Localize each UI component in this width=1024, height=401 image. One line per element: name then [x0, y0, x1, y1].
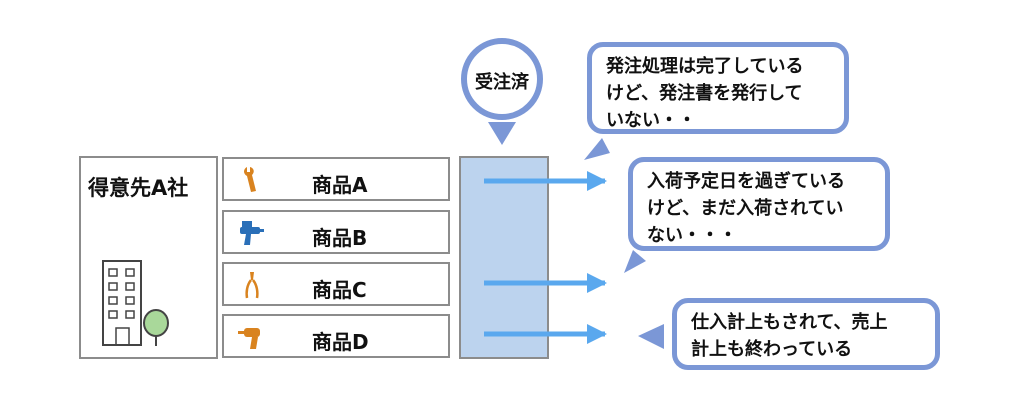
customer-name: 得意先A社 — [88, 176, 189, 200]
product-row-d: 商品D — [222, 314, 450, 358]
building-icon — [102, 260, 142, 346]
callout-2-tail — [624, 250, 646, 273]
callout-sales-recorded: 仕入計上もされて、売上 計上も終わっている — [672, 298, 940, 370]
product-name: 商品A — [312, 173, 368, 197]
power-drill-icon — [238, 328, 260, 349]
product-name: 商品D — [312, 330, 369, 354]
product-name: 商品C — [312, 278, 367, 302]
callout-order-not-issued: 発注処理は完了している けど、発注書を発行して いない・・ — [587, 42, 849, 134]
product-row-a: 商品A — [222, 157, 450, 201]
pliers-icon — [245, 272, 259, 299]
callout-1-tail — [584, 138, 610, 160]
product-name: 商品B — [312, 226, 368, 250]
status-marker — [461, 38, 543, 145]
product-row-c: 商品C — [222, 262, 450, 306]
status-label: 受注済 — [475, 72, 529, 93]
tree-icon — [143, 309, 169, 346]
product-row-b: 商品B — [222, 210, 450, 254]
spray-gun-icon — [240, 221, 264, 245]
wrench-icon — [244, 167, 256, 192]
callout-arrival-overdue: 入荷予定日を過ぎている けど、まだ入荷されてい ない・・・ — [628, 157, 890, 251]
callout-3-tail — [638, 324, 664, 349]
status-column — [459, 156, 549, 359]
